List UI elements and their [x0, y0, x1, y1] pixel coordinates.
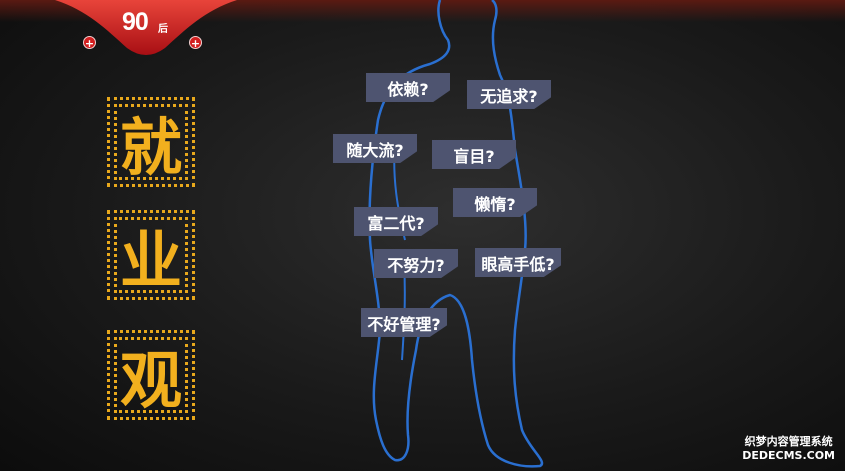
tag-label: 富二代? — [354, 207, 438, 236]
watermark: 织梦内容管理系统 DEDECMS.COM — [742, 435, 835, 463]
tag-label: 盲目? — [432, 140, 516, 169]
tag-label: 不努力? — [374, 249, 458, 278]
tag-label: 依赖? — [366, 73, 450, 102]
title-char-box: 观 — [107, 330, 195, 420]
tag-label: 懒惰? — [453, 188, 537, 217]
tag-label: 随大流? — [333, 134, 417, 163]
badge-number: 90 — [122, 8, 149, 36]
tag-label: 眼高手低? — [475, 248, 561, 277]
badge-shape — [55, 0, 237, 55]
tag-label: 无追求? — [467, 80, 551, 109]
title-char: 观 — [114, 337, 188, 417]
plus-icon: + — [189, 36, 202, 50]
plus-icon: + — [83, 36, 96, 50]
tag-label: 不好管理? — [361, 308, 447, 337]
title-char: 业 — [114, 217, 188, 297]
title-char-box: 就 — [107, 97, 195, 187]
watermark-line1: 织梦内容管理系统 — [744, 435, 833, 448]
watermark-line2: DEDECMS.COM — [742, 449, 835, 462]
title-char-box: 业 — [107, 210, 195, 300]
badge-suffix: 后 — [158, 24, 168, 35]
title-char: 就 — [114, 104, 188, 184]
